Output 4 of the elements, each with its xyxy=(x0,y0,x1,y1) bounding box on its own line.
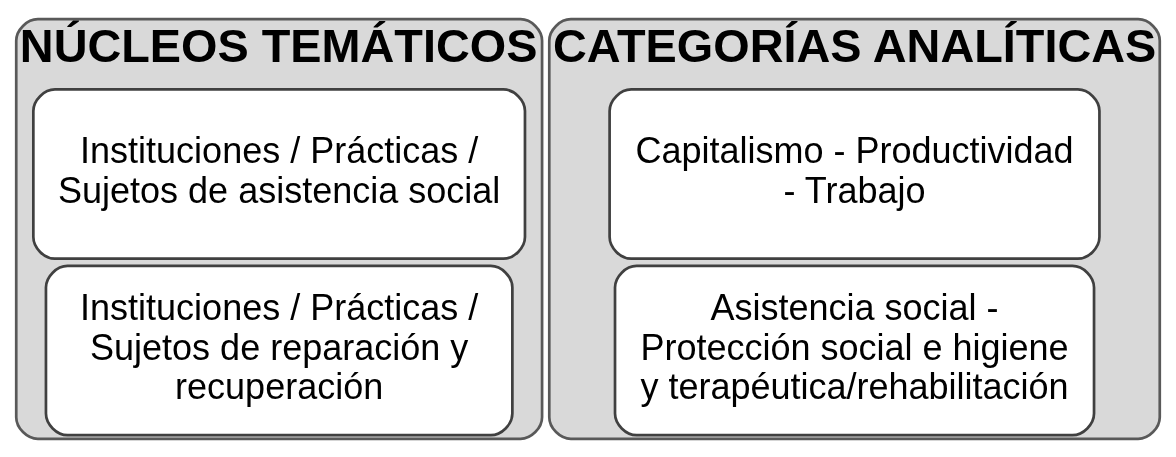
node-box: Capitalismo - Productividad - Trabajo xyxy=(608,87,1101,260)
node-box: Instituciones / Prácticas / Sujetos de asistencia social xyxy=(32,87,527,260)
node-box: Instituciones / Prácticas / Sujetos de reparación y recuperación xyxy=(44,264,514,437)
node-box: Asistencia social - Protección social e higiene y terapéutica/rehabilitación xyxy=(613,264,1096,437)
